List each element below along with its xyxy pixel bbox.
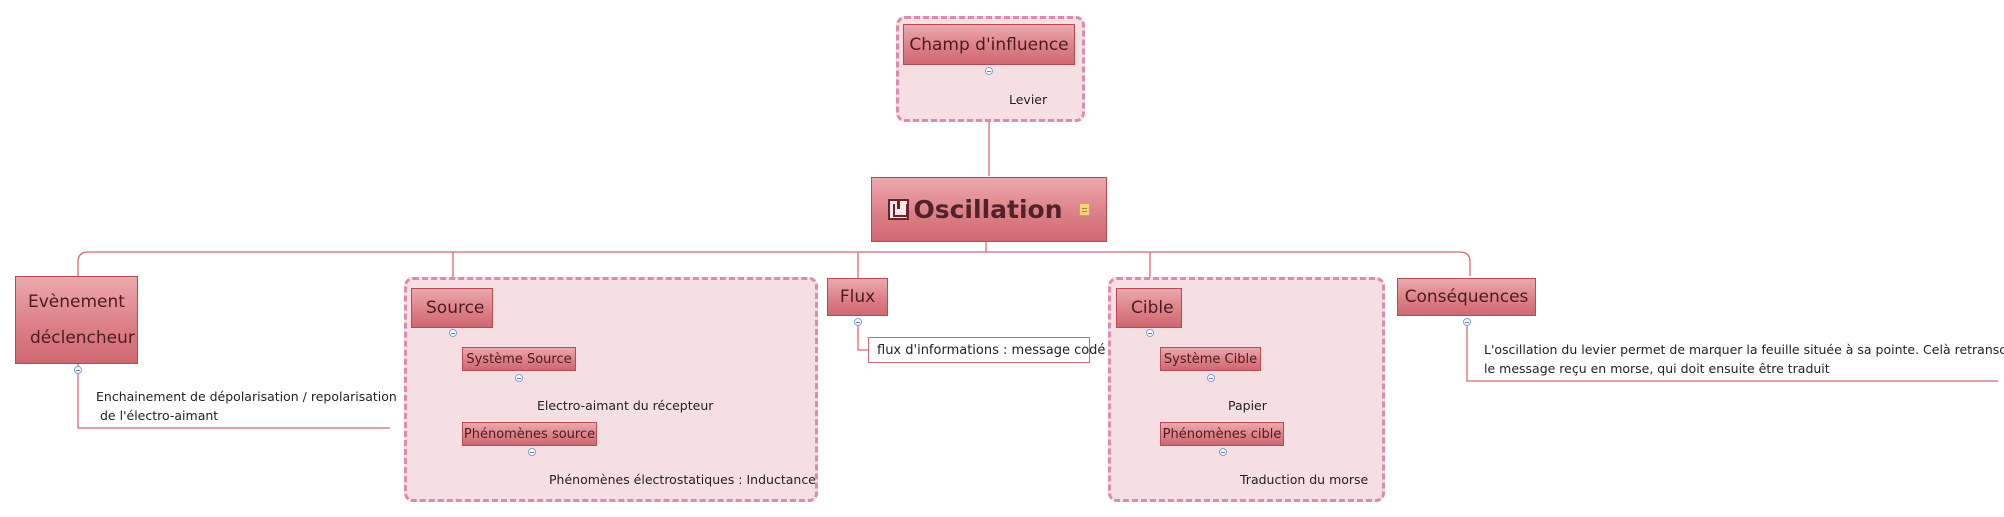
subtopic-systeme-source-label: Système Source xyxy=(466,351,572,367)
lock-icon xyxy=(888,199,910,220)
collapse-toggle[interactable] xyxy=(449,329,457,337)
topic-flux-label: Flux xyxy=(839,287,876,307)
collapse-toggle[interactable] xyxy=(1463,318,1471,326)
subtopic-flux-informations-label: flux d'informations : message codé xyxy=(877,342,1106,358)
subtopic-phenomenes-source-label: Phénomènes source xyxy=(463,426,596,442)
topic-cible-label: Cible xyxy=(1131,298,1174,318)
topic-cible[interactable]: Cible xyxy=(1116,288,1182,328)
consequences-note: L'oscillation du levier permet de marque… xyxy=(1484,340,2004,378)
collapse-toggle[interactable] xyxy=(1219,448,1227,456)
systeme-source-note: Electro-aimant du récepteur xyxy=(537,398,714,413)
subtopic-phenomenes-source[interactable]: Phénomènes source xyxy=(462,422,597,446)
evenement-note-line2: de l'électro-aimant xyxy=(100,408,219,423)
topic-source-label: Source xyxy=(426,298,485,318)
topic-champ-influence-label: Champ d'influence xyxy=(909,34,1069,55)
collapse-toggle[interactable] xyxy=(515,374,523,382)
consequences-note-line2: le message reçu en morse, qui doit ensui… xyxy=(1484,361,1830,376)
systeme-cible-note: Papier xyxy=(1228,398,1267,413)
subtopic-systeme-cible-label: Système Cible xyxy=(1163,351,1258,367)
topic-consequences-label: Conséquences xyxy=(1404,287,1529,307)
evenement-note-line1: Enchainement de dépolarisation / repolar… xyxy=(96,389,397,404)
topic-flux[interactable]: Flux xyxy=(827,278,888,316)
subtopic-levier: Levier xyxy=(1009,92,1048,107)
central-topic[interactable]: Oscillation xyxy=(871,177,1107,242)
evenement-note: Enchainement de dépolarisation / repolar… xyxy=(96,387,397,425)
topic-evenement-line1: Evènement xyxy=(28,292,125,312)
consequences-note-line1: L'oscillation du levier permet de marque… xyxy=(1484,342,2004,357)
collapse-toggle[interactable] xyxy=(74,366,82,374)
collapse-toggle[interactable] xyxy=(1146,329,1154,337)
topic-source[interactable]: Source xyxy=(411,288,493,328)
phenomenes-cible-note: Traduction du morse xyxy=(1240,472,1369,487)
collapse-toggle[interactable] xyxy=(985,67,993,75)
collapse-toggle[interactable] xyxy=(854,318,862,326)
collapse-toggle[interactable] xyxy=(528,448,536,456)
note-icon[interactable] xyxy=(1078,203,1090,216)
source-boundary xyxy=(404,277,818,502)
subtopic-systeme-source[interactable]: Système Source xyxy=(462,347,576,371)
phenomenes-source-note: Phénomènes électrostatiques : Inductance xyxy=(549,472,816,487)
topic-champ-influence[interactable]: Champ d'influence xyxy=(903,24,1075,65)
subtopic-flux-informations[interactable]: flux d'informations : message codé xyxy=(868,337,1105,363)
subtopic-phenomenes-cible[interactable]: Phénomènes cible xyxy=(1160,422,1284,446)
topic-evenement-line2: déclencheur xyxy=(30,328,135,348)
topic-consequences[interactable]: Conséquences xyxy=(1397,278,1536,316)
topic-evenement-declencheur[interactable]: Evènement déclencheur xyxy=(15,276,138,364)
subtopic-systeme-cible[interactable]: Système Cible xyxy=(1160,347,1261,371)
subtopic-phenomenes-cible-label: Phénomènes cible xyxy=(1162,426,1282,442)
collapse-toggle[interactable] xyxy=(1207,374,1215,382)
central-topic-label: Oscillation xyxy=(913,195,1063,224)
